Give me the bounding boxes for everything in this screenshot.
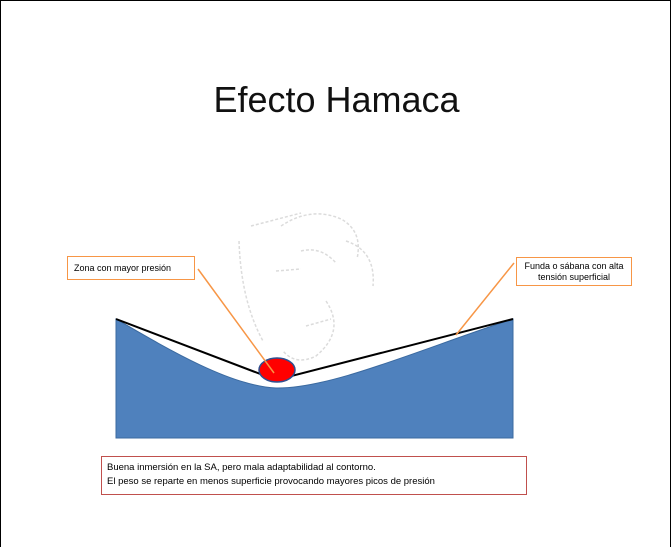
- caption-box: Buena inmersión en la SA, pero mala adap…: [101, 456, 527, 495]
- callout-connector-right: [455, 262, 515, 336]
- callout-cover-sheet: Funda o sábana con alta tensión superfic…: [516, 257, 632, 286]
- callout-connector-left: [197, 268, 275, 374]
- slide-title: Efecto Hamaca: [213, 79, 460, 120]
- watermark-figure: [238, 212, 374, 361]
- callout-pressure-zone: Zona con mayor presión: [67, 256, 195, 280]
- mattress-shape: [115, 318, 514, 439]
- pressure-point: [258, 357, 296, 383]
- caption-line-2: El peso se reparte en menos superficie p…: [107, 476, 435, 487]
- caption-line-1: Buena inmersión en la SA, pero mala adap…: [107, 462, 376, 473]
